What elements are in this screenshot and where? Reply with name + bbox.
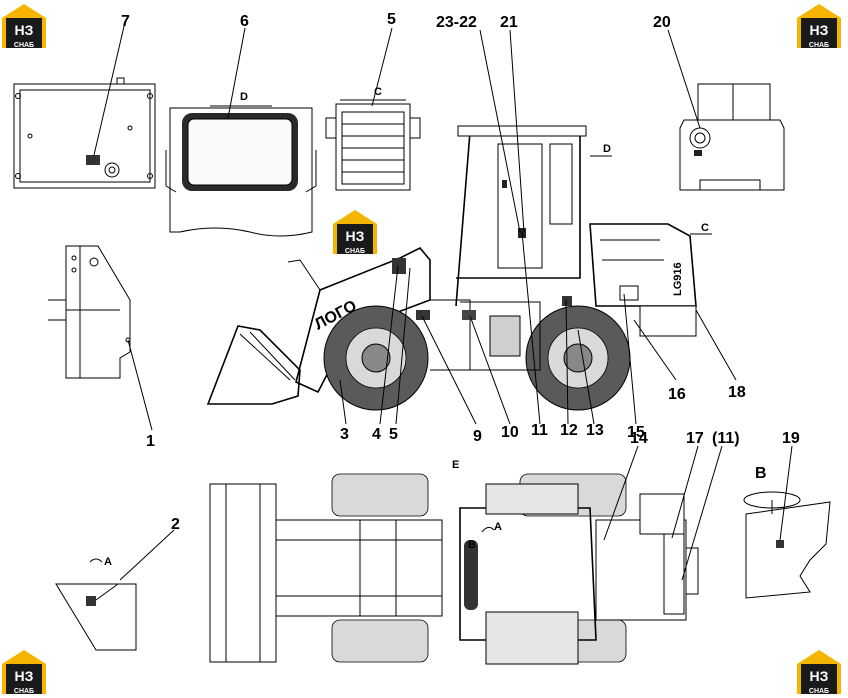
rear-tire [525, 305, 631, 411]
front-tire [323, 305, 429, 411]
callout-19: 19 [782, 430, 800, 447]
detail-corner: A [55, 529, 175, 651]
view-letter-d-top: D [240, 91, 248, 103]
callout-5-top: 5 [387, 11, 396, 28]
view-letter-c-side: C [701, 222, 709, 234]
model-text: LG916 [672, 262, 684, 296]
logo-letters: НЗ [15, 22, 34, 38]
detail-steering: B [743, 445, 831, 599]
callout-2: 2 [171, 516, 180, 533]
callout-17: 17 [686, 430, 704, 447]
logo-subtitle: СНАБ [14, 42, 34, 49]
callout-5: 5 [389, 426, 398, 443]
leader-20 [667, 29, 701, 129]
leader-5 [371, 27, 393, 107]
view-letter-a-detail: A [104, 556, 112, 568]
logo-bottom-left: НЗ СНАБ [2, 650, 46, 695]
callout-14: 14 [630, 430, 648, 447]
detail-engine-housing [667, 29, 785, 191]
callout-10: 10 [501, 424, 519, 441]
view-letter-b-top: B [468, 539, 476, 551]
callout-18: 18 [728, 384, 746, 401]
detail-frame-side [48, 245, 153, 431]
callout-11: 11 [531, 422, 548, 439]
logo-center: НЗ СНАБ [333, 210, 377, 255]
callout-6: 6 [240, 13, 249, 30]
loader-side-view: ЛОГО LG916 [206, 29, 737, 425]
callout-1: 1 [146, 433, 155, 450]
callout-21: 21 [500, 14, 518, 31]
callout-9: 9 [473, 428, 482, 445]
logo-subtitle: СНАБ [345, 248, 365, 255]
view-letter-a-top: A [494, 521, 502, 533]
detail-window [165, 27, 317, 237]
view-letter-c-top: C [374, 86, 382, 98]
callout-7: 7 [121, 13, 130, 30]
logo-subtitle: СНАБ [809, 42, 829, 49]
logo-letters: НЗ [810, 22, 829, 38]
logo-letters: НЗ [810, 668, 829, 684]
view-letter-d-side: D [603, 143, 611, 155]
detail-grille [325, 27, 421, 191]
logo-subtitle: СНАБ [809, 688, 829, 695]
view-letter-e: E [452, 459, 459, 471]
callout-16: 16 [668, 386, 686, 403]
logo-letters: НЗ [346, 228, 365, 244]
leader-7 [93, 21, 126, 156]
logo-bottom-right: НЗ СНАБ [797, 650, 841, 695]
callout-11-paren: (11) [712, 430, 740, 447]
loader-top-view: A B E [209, 445, 723, 665]
callout-12: 12 [560, 422, 578, 439]
logo-subtitle: СНАБ [14, 688, 34, 695]
callout-15: 15 [627, 424, 645, 441]
logo-letters: НЗ [15, 668, 34, 684]
leader-6 [227, 27, 246, 119]
callout-20: 20 [653, 14, 671, 31]
leader-2 [119, 529, 175, 581]
callout-23-22: 23-22 [436, 14, 477, 31]
detail-rear-panel [13, 21, 156, 189]
callout-3: 3 [340, 426, 349, 443]
logo-top-right: НЗ СНАБ [797, 4, 841, 49]
callout-4: 4 [372, 426, 381, 443]
logo-top-left: НЗ СНАБ [2, 4, 46, 49]
callout-13: 13 [586, 422, 604, 439]
leader-1 [127, 339, 153, 431]
view-letter-b-detail: B [755, 465, 767, 482]
